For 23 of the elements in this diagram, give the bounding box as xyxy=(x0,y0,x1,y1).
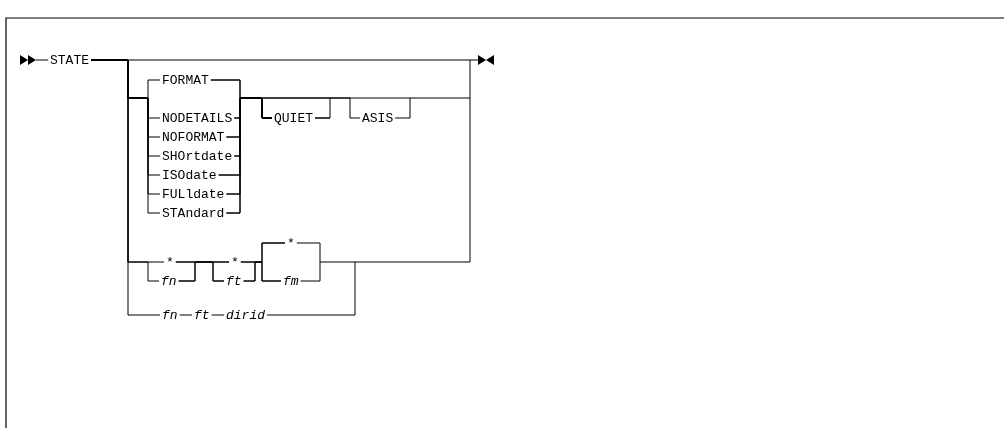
variable-name: fn xyxy=(160,307,180,323)
variable-name: ft xyxy=(192,307,212,323)
keyword: ISOdate xyxy=(160,167,219,183)
keyword: NOFORMAT xyxy=(160,129,227,145)
keyword: SHOrtdate xyxy=(160,148,235,164)
variable-name: fn xyxy=(159,273,179,289)
track-line xyxy=(314,97,361,119)
command-keyword: STATE xyxy=(48,52,91,68)
keyword: STAndard xyxy=(160,205,227,221)
variable-name: fm xyxy=(281,273,301,289)
variable-name: dirid xyxy=(224,307,267,323)
default-value: * xyxy=(229,254,241,270)
keyword: FULldate xyxy=(160,186,227,202)
track-line xyxy=(225,97,273,214)
keyword: FORMAT xyxy=(160,72,211,88)
track-line xyxy=(179,314,193,316)
keyword: ASIS xyxy=(360,110,396,126)
keyword: NODETAILS xyxy=(160,110,235,126)
track-line xyxy=(211,314,225,316)
default-value: * xyxy=(164,254,176,270)
default-value: * xyxy=(285,235,297,251)
variable-name: ft xyxy=(224,273,244,289)
keyword: QUIET xyxy=(272,110,315,126)
